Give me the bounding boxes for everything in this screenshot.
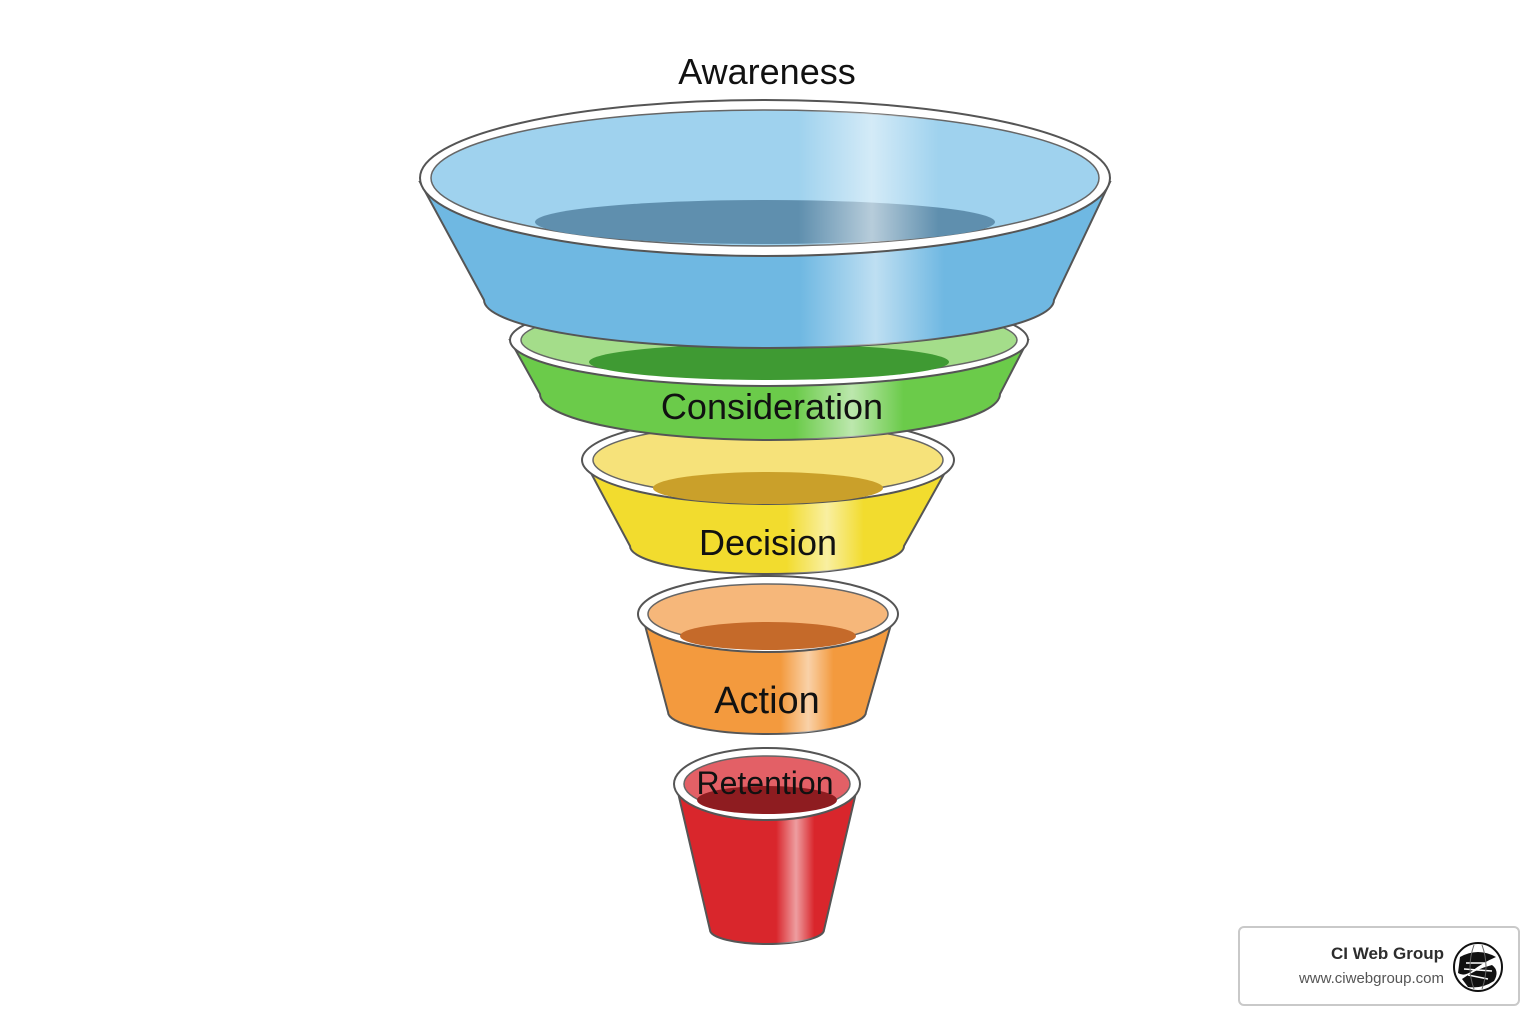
watermark-badge: CI Web Group www.ciwebgroup.com bbox=[1238, 926, 1520, 1006]
funnel-stage-retention bbox=[673, 747, 861, 945]
badge-website-url: www.ciwebgroup.com bbox=[1298, 970, 1444, 987]
funnel-stage-awareness bbox=[418, 99, 1112, 349]
funnel-stage-decision bbox=[581, 415, 955, 575]
stage-label-awareness: Awareness bbox=[678, 51, 855, 92]
stage-label-retention: Retention bbox=[697, 765, 834, 801]
badge-company-name: CI Web Group bbox=[1330, 944, 1444, 963]
funnel-stage-action bbox=[637, 575, 899, 735]
stage-label-action: Action bbox=[714, 680, 820, 722]
globe-logo-icon bbox=[1453, 942, 1503, 992]
stage-label-consideration: Consideration bbox=[661, 386, 883, 427]
stage-label-decision: Decision bbox=[699, 522, 837, 563]
